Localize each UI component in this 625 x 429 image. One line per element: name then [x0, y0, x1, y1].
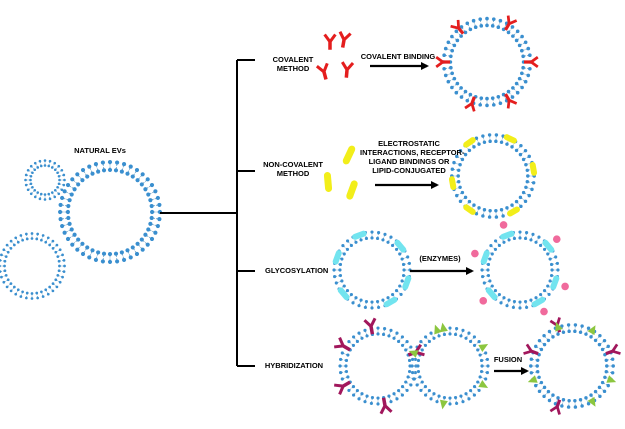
vesicle-icon: [24, 159, 66, 201]
ligand-icon: [531, 296, 546, 308]
sugar-icon: [471, 249, 479, 258]
peptide-icon: [606, 375, 617, 383]
vesicle-icon: [338, 326, 418, 406]
vesicle-icon: [450, 133, 536, 219]
ligand-icon: [448, 176, 457, 191]
ligand-icon: [332, 250, 342, 265]
ligand-icon: [480, 250, 490, 265]
ligand-icon: [542, 239, 555, 253]
peptide-icon: [439, 399, 448, 410]
sugar-icon: [499, 221, 508, 229]
peptide-icon: [555, 321, 563, 332]
covalent-binding-label: COVALENT BINDING: [360, 52, 436, 61]
ligand-icon: [463, 137, 476, 148]
enzymes-label: (ENZYMES): [419, 254, 461, 263]
ligand-icon: [529, 161, 538, 176]
sugar-icon: [552, 235, 561, 243]
antibody-icon: [524, 56, 539, 68]
antibody-icon: [334, 380, 351, 396]
vesicle-icon: [0, 232, 66, 300]
antibody-icon: [338, 31, 352, 48]
sugar-icon: [561, 282, 569, 291]
natural-evs-label: NATURAL EVs: [74, 146, 126, 155]
peptide-icon: [527, 375, 538, 383]
antibody-icon: [549, 399, 562, 415]
antibody-icon: [435, 56, 450, 68]
electrostatic-label: ELECTROSTATIC INTERACTIONS, RECEPTOR- LI…: [360, 139, 465, 175]
peptide-icon: [478, 380, 489, 388]
antibody-icon: [341, 61, 355, 78]
ligand-icon: [346, 180, 358, 200]
peptide-icon: [587, 325, 596, 336]
antibody-icon: [363, 317, 377, 335]
antibody-icon: [464, 96, 476, 112]
ligand-icon: [485, 287, 498, 301]
vesicle-icon: [441, 16, 533, 108]
peptide-icon: [408, 350, 419, 358]
covalent-method-label: COVALENT METHOD: [272, 55, 314, 73]
vesicle-icon: [529, 323, 615, 409]
antibody-icon: [504, 93, 518, 109]
peptide-icon: [478, 344, 489, 352]
fusion-label: FUSION: [493, 355, 523, 364]
antibody-icon: [523, 343, 539, 356]
vesicle-icon: [410, 326, 490, 406]
ligand-icon: [463, 204, 476, 215]
antibody-icon: [315, 62, 329, 80]
peptide-icon: [434, 324, 442, 335]
ligand-icon: [402, 275, 412, 290]
glycosylation-label: GLYCOSYLATION: [265, 266, 329, 275]
ligand-icon: [323, 172, 333, 192]
antibody-icon: [379, 397, 393, 415]
vesicle-icon: [58, 160, 162, 264]
ligand-icon: [352, 230, 367, 240]
ligand-icon: [550, 275, 560, 290]
antibody-icon: [605, 343, 621, 356]
ligand-icon: [507, 206, 520, 217]
sugar-icon: [479, 297, 488, 305]
hybridization-label: HYBRIDIZATION: [264, 361, 324, 370]
antibody-icon: [450, 19, 465, 35]
ligand-icon: [342, 145, 356, 165]
antibody-icon: [504, 15, 518, 31]
sugar-icon: [540, 307, 548, 316]
ligand-icon: [383, 296, 398, 308]
ligand-icon: [500, 230, 515, 240]
peptide-icon: [439, 322, 448, 333]
peptide-icon: [587, 396, 596, 407]
ligand-icon: [337, 287, 350, 301]
non-covalent-method-label: NON-COVALENT METHOD: [263, 160, 323, 178]
antibody-icon: [323, 33, 337, 50]
ligand-icon: [394, 239, 407, 253]
antibody-icon: [334, 336, 351, 352]
ligand-icon: [503, 134, 517, 144]
